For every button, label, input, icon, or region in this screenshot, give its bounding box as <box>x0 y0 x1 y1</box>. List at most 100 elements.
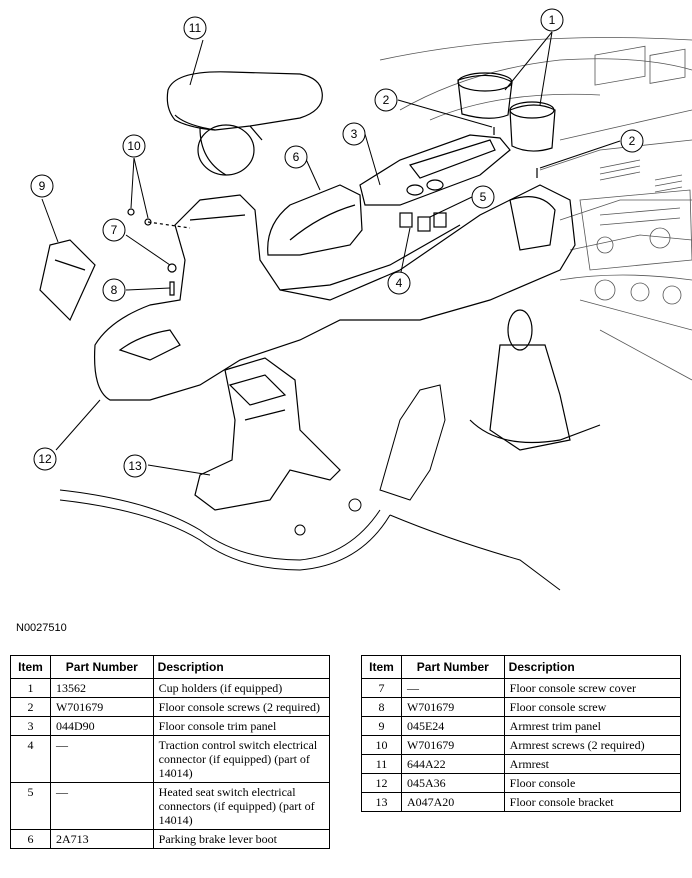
description-cell: Armrest screws (2 required) <box>503 735 682 755</box>
table-header-row: Item Part Number Description <box>361 655 682 679</box>
callout-label: 4 <box>396 276 403 290</box>
callout-circle-7 <box>102 218 126 242</box>
item-cell: 2 <box>10 697 51 717</box>
radio-unit <box>579 189 692 271</box>
item-cell: 10 <box>361 735 402 755</box>
part-number-cell: 2A713 <box>49 829 154 849</box>
callout-circle-1 <box>540 8 564 32</box>
item-cell: 12 <box>361 773 402 793</box>
header-item: Item <box>10 655 51 679</box>
part-number-cell: — <box>400 678 505 698</box>
center-stack-vents <box>594 45 686 193</box>
callout-label: 6 <box>293 150 300 164</box>
callout-circle-13 <box>123 454 147 478</box>
description-cell: Floor console <box>503 773 682 793</box>
callout-label: 1 <box>549 13 556 27</box>
item-cell: 9 <box>361 716 402 736</box>
header-description: Description <box>503 655 682 679</box>
callout-label: 8 <box>111 283 118 297</box>
part-number-cell: — <box>49 735 154 783</box>
switch-connectors-part <box>399 212 447 232</box>
description-cell: Armrest trim panel <box>503 716 682 736</box>
description-cell: Parking brake lever boot <box>152 829 331 849</box>
callout-circle-8 <box>102 278 126 302</box>
item-cell: 4 <box>10 735 51 783</box>
callout-label: 2 <box>629 134 636 148</box>
parking-brake-assembly <box>59 384 561 591</box>
table-row: 4—Traction control switch electrical con… <box>10 735 331 783</box>
part-number-cell: 045E24 <box>400 716 505 736</box>
callout-circle-10 <box>122 134 146 158</box>
item-cell: 8 <box>361 697 402 717</box>
callout-circle-2b <box>620 129 644 153</box>
callout-numbers: 1 2 2 3 4 5 6 7 8 9 10 11 12 13 <box>38 13 635 473</box>
armrest-part <box>166 71 323 176</box>
item-cell: 3 <box>10 716 51 736</box>
part-number-cell: — <box>49 782 154 830</box>
callout-label: 10 <box>127 139 141 153</box>
part-number-cell: W701679 <box>400 697 505 717</box>
floor-console-bracket-part <box>194 357 341 511</box>
callout-label: 13 <box>128 459 142 473</box>
figure-id: N0027510 <box>16 622 67 634</box>
description-cell: Floor console screw cover <box>503 678 682 698</box>
callout-label: 3 <box>351 127 358 141</box>
callout-circle-11 <box>183 16 207 40</box>
description-cell: Floor console trim panel <box>152 716 331 736</box>
shifter-boot <box>469 309 601 451</box>
callout-circle-6 <box>284 145 308 169</box>
part-number-cell: W701679 <box>400 735 505 755</box>
callout-circle-5 <box>471 185 495 209</box>
floor-console-part <box>93 184 576 401</box>
armrest-trim-panel-part <box>39 239 96 322</box>
description-cell: Floor console screws (2 required) <box>152 697 331 717</box>
header-item: Item <box>361 655 402 679</box>
screws <box>127 127 538 296</box>
callout-label: 5 <box>480 190 487 204</box>
climate-controls <box>594 279 682 305</box>
description-cell: Heated seat switch electrical connectors… <box>152 782 331 830</box>
description-cell: Cup holders (if equipped) <box>152 678 331 698</box>
part-number-cell: 13562 <box>49 678 154 698</box>
description-cell: Traction control switch electrical conne… <box>152 735 331 783</box>
callout-circle-4 <box>387 271 411 295</box>
floor-console-trim-panel-part <box>359 134 511 206</box>
header-description: Description <box>152 655 331 679</box>
callout-label: 9 <box>39 179 46 193</box>
item-cell: 1 <box>10 678 51 698</box>
parking-brake-boot-part <box>267 184 363 256</box>
item-cell: 6 <box>10 829 51 849</box>
exploded-parts-diagram: 1 2 2 3 4 5 6 7 8 9 10 11 12 13 <box>30 8 692 591</box>
item-cell: 11 <box>361 754 402 774</box>
description-cell: Floor console bracket <box>503 792 682 812</box>
description-cell: Floor console screw <box>503 697 682 717</box>
header-part-number: Part Number <box>400 655 505 679</box>
table-row: 7—Floor console screw cover <box>361 678 682 698</box>
callout-label: 11 <box>189 21 202 35</box>
table-row: 5—Heated seat switch electrical connecto… <box>10 782 331 830</box>
dashboard-outline <box>379 37 692 381</box>
callout-circle-12 <box>33 447 57 471</box>
header-part-number: Part Number <box>49 655 154 679</box>
part-number-cell: 644A22 <box>400 754 505 774</box>
callout-label: 12 <box>38 452 52 466</box>
description-cell: Armrest <box>503 754 682 774</box>
cup-holder-left-part <box>457 72 513 119</box>
callout-circle-2a <box>374 88 398 112</box>
cup-holder-right-part <box>509 101 556 152</box>
callout-circle-9 <box>30 174 54 198</box>
callout-label: 7 <box>111 223 118 237</box>
item-cell: 13 <box>361 792 402 812</box>
parts-table-right: Item Part Number Description 7—Floor con… <box>361 655 682 812</box>
